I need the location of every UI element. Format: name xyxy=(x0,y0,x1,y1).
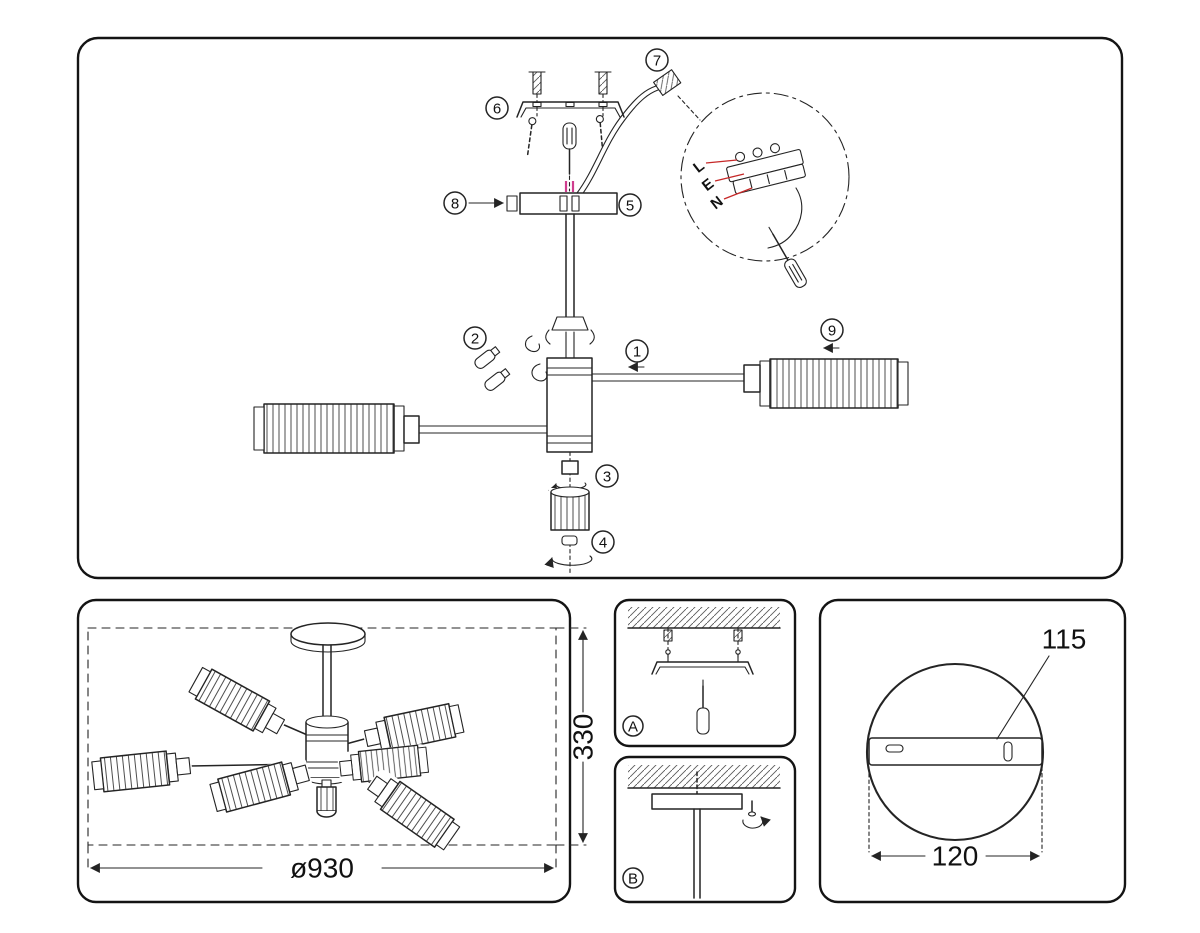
step-3-label: 3 xyxy=(603,469,611,486)
mounting-bracket xyxy=(516,101,625,118)
plate-length-dimension: 120 xyxy=(932,841,979,872)
step-a-label: A xyxy=(628,719,638,736)
install-step-b: B xyxy=(622,765,781,899)
height-dimension: 330 xyxy=(568,714,599,761)
step-8-label: 8 xyxy=(451,196,459,213)
step-5-label: 5 xyxy=(626,198,634,215)
step-2-label: 2 xyxy=(471,331,479,348)
diameter-dimension: ø930 xyxy=(290,853,354,884)
step-1-label: 1 xyxy=(633,344,641,361)
down-rod xyxy=(545,213,595,359)
wiring-detail: L E N xyxy=(680,92,850,288)
step-labels: 6 7 8 5 2 1 9 3 4 xyxy=(443,48,844,554)
install-step-a: A xyxy=(622,607,781,737)
product-overview: 330 ø930 xyxy=(87,622,599,884)
chandelier-body xyxy=(290,622,366,818)
lamp-shade-right xyxy=(743,355,912,411)
small-screwdriver-icon xyxy=(768,226,807,288)
supply-wire xyxy=(576,69,701,197)
step-7-label: 7 xyxy=(653,53,661,70)
assembly-diagram: L E N 6 7 8 5 2 1 xyxy=(252,48,912,576)
step-6-label: 6 xyxy=(493,101,501,118)
wiring-leads xyxy=(705,159,753,200)
central-hub xyxy=(546,357,593,453)
screwdriver-a-icon xyxy=(696,679,710,735)
canopy-plate xyxy=(519,192,618,215)
wire-markers xyxy=(564,181,575,192)
step-b-label: B xyxy=(628,871,638,888)
install-step-a-panel xyxy=(613,598,797,748)
step-4-label: 4 xyxy=(599,535,607,552)
mounting-screw-left-icon xyxy=(526,117,537,156)
terminal-block xyxy=(726,143,806,195)
step-9-label: 9 xyxy=(828,323,836,340)
side-screw-part xyxy=(468,195,518,212)
lamp-shade-left xyxy=(252,403,420,456)
wall-plug-left-icon xyxy=(528,71,546,117)
wall-plug-right-icon xyxy=(594,71,612,117)
plate-hole-spacing-dimension: 115 xyxy=(1042,624,1087,655)
mounting-plate-view: 115 120 xyxy=(865,624,1087,872)
socket-parts xyxy=(544,460,593,569)
mounting-screw-right-icon xyxy=(595,114,604,148)
fixing-screws xyxy=(474,335,548,391)
screwdriver-icon xyxy=(562,122,577,192)
